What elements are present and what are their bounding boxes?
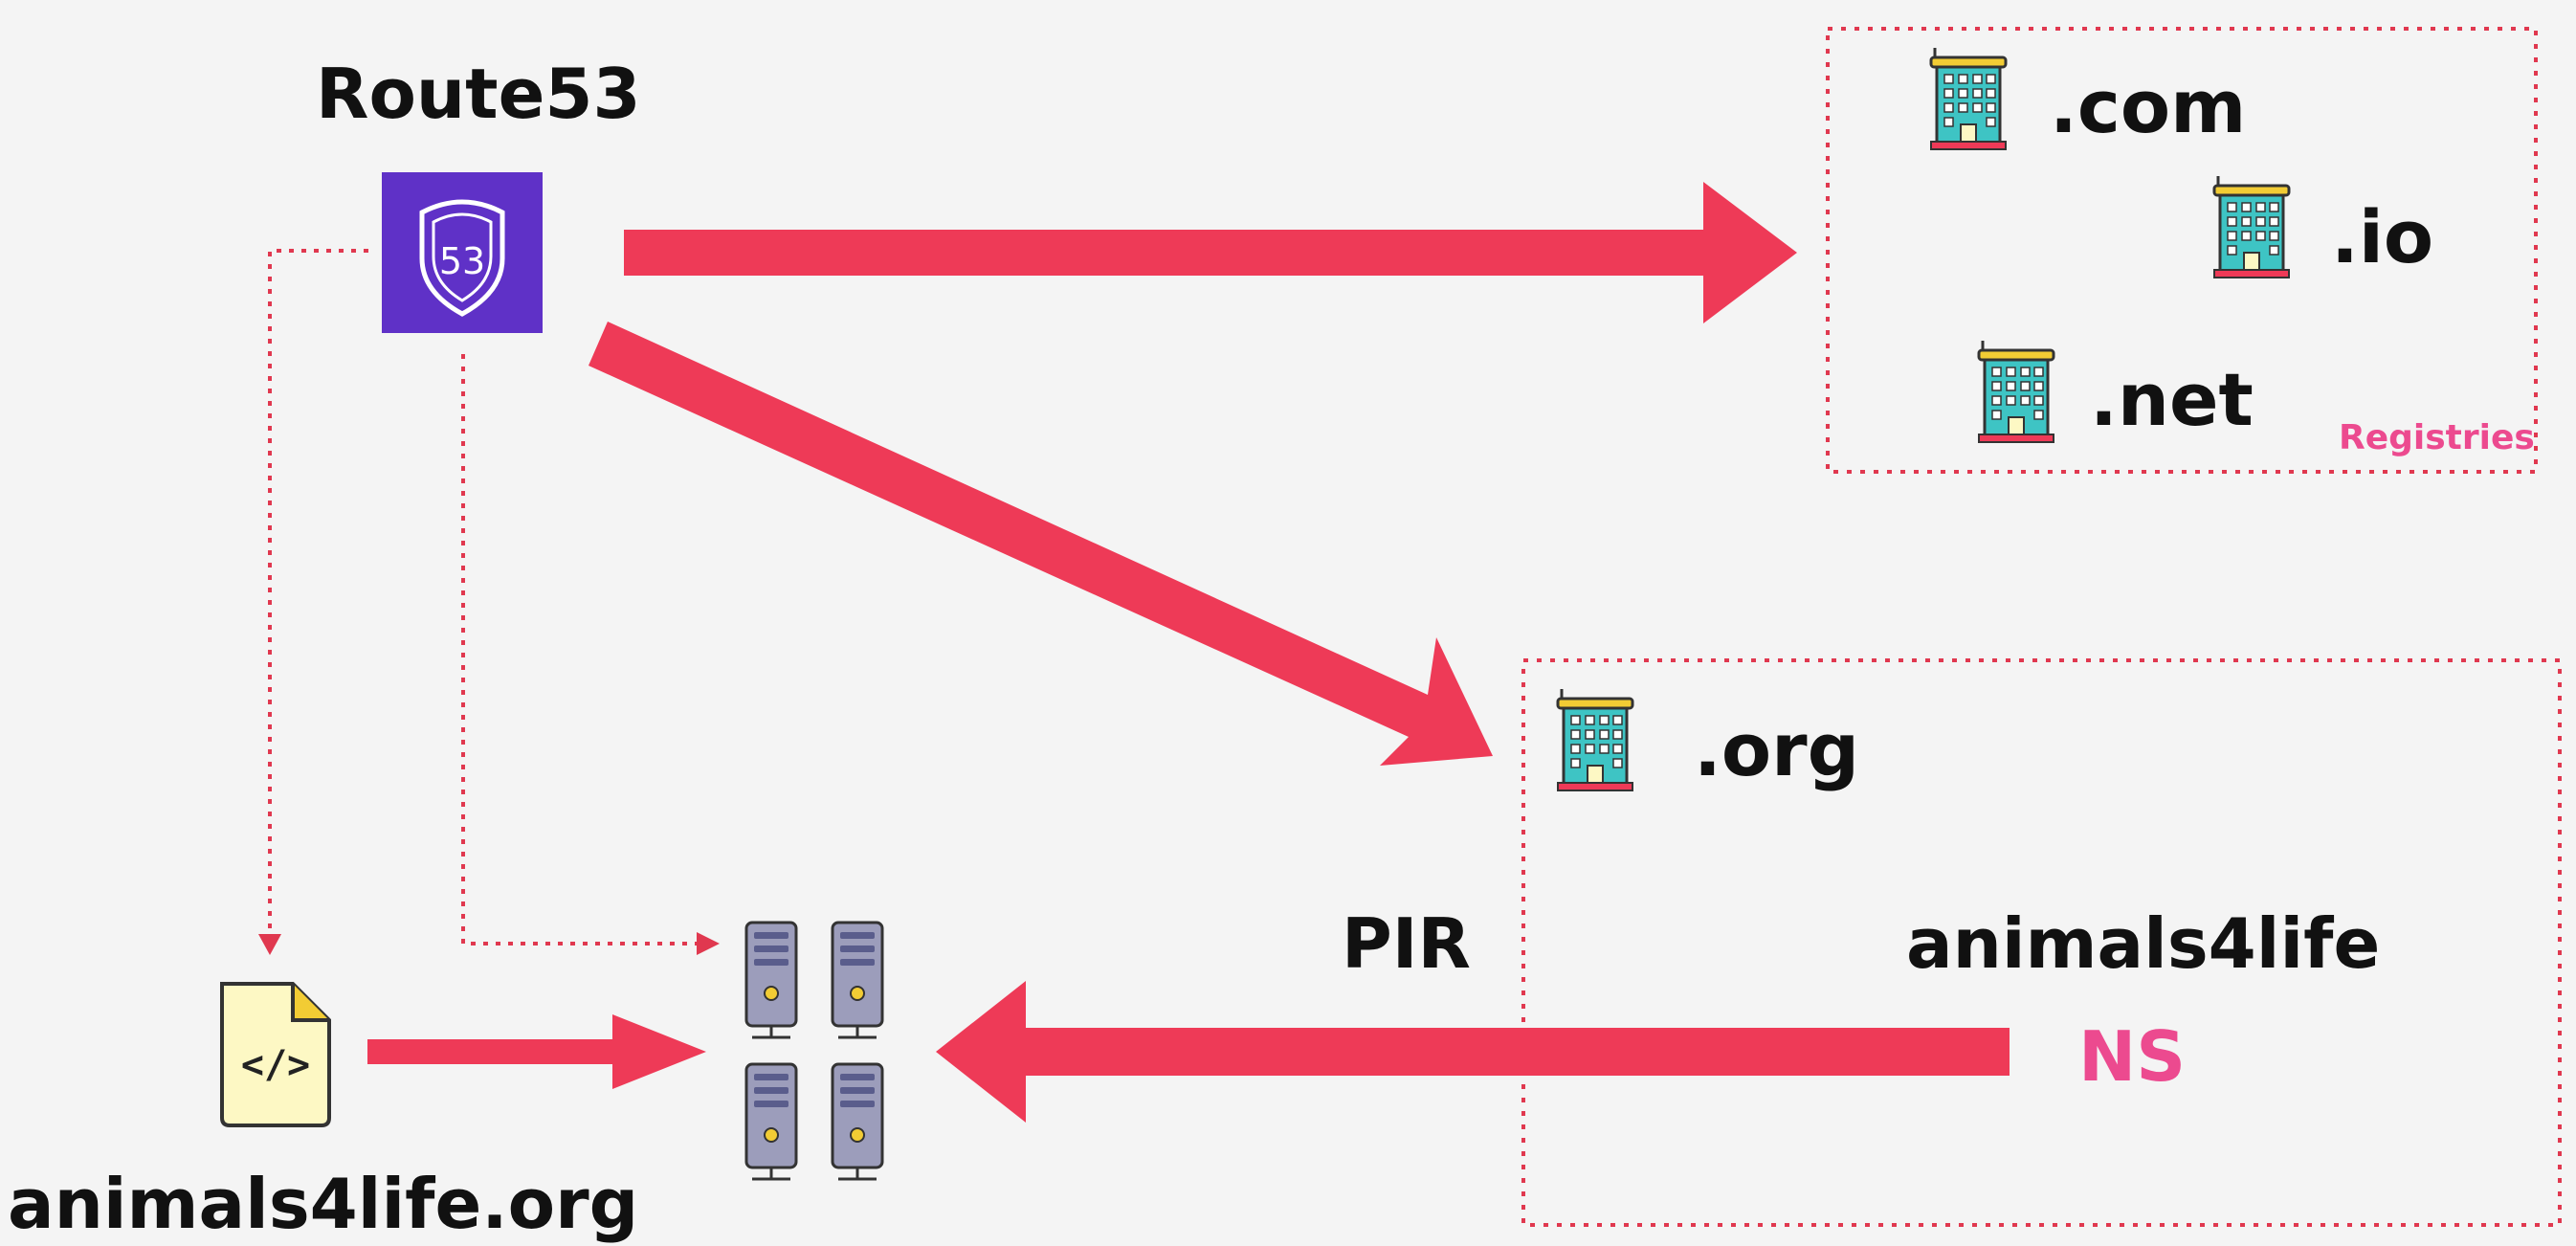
registries-label: Registries <box>2339 418 2535 457</box>
dotted-link-route53-to-file <box>268 249 368 936</box>
arrow-ns-to-servers <box>936 981 2010 1123</box>
dotted-link-route53-to-servers <box>461 354 697 946</box>
org-domain-label: animals4life <box>1906 903 2381 984</box>
domain-file-label: animals4life.org <box>8 1164 639 1244</box>
building-icon-com <box>1929 46 2008 151</box>
server-icon <box>744 921 798 1039</box>
building-icon-net <box>1977 339 2055 444</box>
svg-text:</>: </> <box>241 1043 310 1087</box>
building-icon-org <box>1556 687 1634 792</box>
server-icon <box>744 1062 798 1181</box>
code-file-icon: </> <box>220 982 331 1127</box>
tld-io-label: .io <box>2331 194 2434 279</box>
building-icon-io <box>2212 174 2291 279</box>
org-registry-box <box>1521 658 2562 1227</box>
tld-org-label: .org <box>1694 707 1859 792</box>
tld-com-label: .com <box>2050 64 2247 149</box>
ns-record-label: NS <box>2078 1016 2187 1097</box>
svg-text:53: 53 <box>439 240 485 282</box>
server-icon <box>831 921 884 1039</box>
arrow-route53-to-org <box>588 322 1493 766</box>
arrow-file-to-servers <box>367 1014 706 1089</box>
arrow-route53-to-registries <box>624 182 1797 323</box>
pir-label: PIR <box>1342 903 1471 984</box>
route53-shield-icon: 53 <box>382 172 543 333</box>
tld-net-label: .net <box>2090 357 2254 442</box>
server-icon <box>831 1062 884 1181</box>
registries-box <box>1826 27 2538 474</box>
route53-title: Route53 <box>316 54 641 134</box>
